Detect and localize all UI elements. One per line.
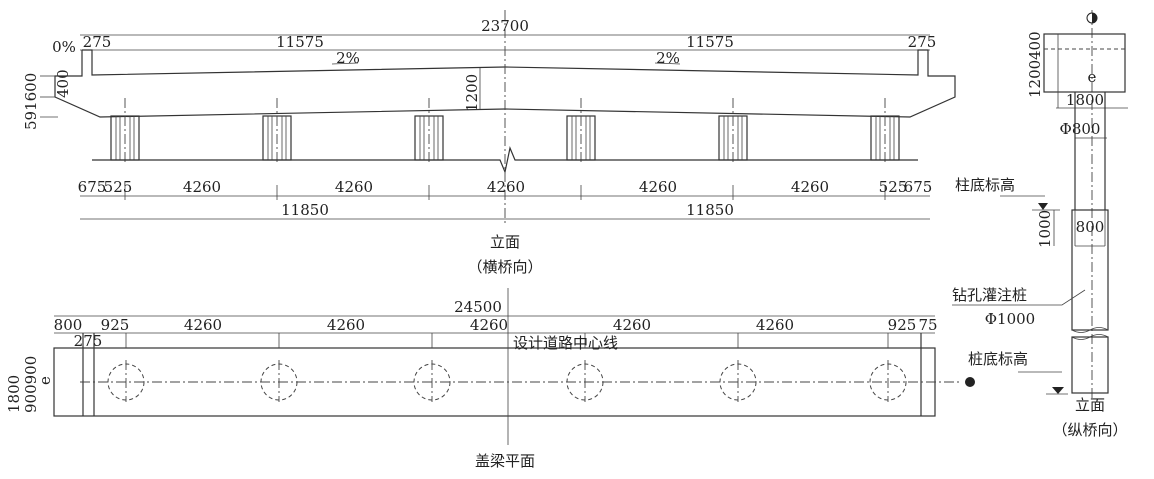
end-height-400: 400 <box>54 69 72 98</box>
pile-lower <box>1071 336 1109 394</box>
road-centerline-label: 设计道路中心线 <box>513 334 618 352</box>
column <box>414 98 444 165</box>
dim-plan: 925 <box>101 316 130 334</box>
ground-break-line <box>92 145 918 175</box>
slope-arrow-right <box>654 62 681 65</box>
mid-height: 1200 <box>463 74 481 112</box>
pile-bottom-elev: 桩底标高 <box>968 350 1028 368</box>
dim-edge-left: 275 <box>83 33 112 51</box>
pile-diameter: Φ1000 <box>985 310 1035 328</box>
cap-section <box>1043 33 1126 93</box>
cap-width: 1800 <box>1066 91 1104 109</box>
dim-plan: 4260 <box>613 316 651 334</box>
column-circle <box>719 333 757 402</box>
column-circle <box>566 333 604 402</box>
dim-column: 525 <box>879 178 908 196</box>
slope-left: 2% <box>336 49 360 67</box>
pile-break <box>1071 327 1109 340</box>
dim-column: 4260 <box>791 178 829 196</box>
section-marker-icon <box>965 377 975 387</box>
dim-column: 4260 <box>639 178 677 196</box>
columns <box>110 98 900 200</box>
dim-inner: 275 <box>74 332 103 350</box>
subtitle-elevation-transverse: （横桥向） <box>467 258 542 276</box>
dim-plan: 925 <box>888 316 917 334</box>
column-circles <box>107 333 907 402</box>
column-bottom-elev: 柱底标高 <box>955 176 1015 194</box>
dim-half-left: 11575 <box>276 33 324 51</box>
end-slope: 0% <box>52 38 76 56</box>
title-plan: 盖梁平面 <box>475 452 535 470</box>
dim-half-span-right: 11850 <box>686 201 734 219</box>
title-elevation-longitudinal: 立面 <box>1075 396 1105 414</box>
column <box>566 98 596 165</box>
dim-half-right: 11575 <box>686 33 734 51</box>
dim-plan: 75 <box>918 316 937 334</box>
subtitle-elevation-longitudinal: （纵桥向） <box>1052 421 1127 439</box>
dim-column: 4260 <box>183 178 221 196</box>
dim-column: 675 <box>78 178 107 196</box>
title-elevation-transverse: 立面 <box>490 233 520 251</box>
column <box>262 98 292 165</box>
column-circle <box>260 333 298 402</box>
elevation-triangle-icon <box>1052 387 1064 394</box>
dim-column: 525 <box>104 178 133 196</box>
transverse-elevation: 23700 275 11575 11575 275 0% 2% 2% 400 5… <box>22 10 956 276</box>
column <box>110 98 140 165</box>
embed-width: 800 <box>1076 218 1105 236</box>
column-circle <box>107 333 145 402</box>
column <box>718 98 748 165</box>
dim-edge-right: 275 <box>908 33 937 51</box>
column-diameter: Φ800 <box>1060 120 1101 138</box>
dim-plan: 4260 <box>184 316 222 334</box>
section-marker-fill <box>1092 13 1097 23</box>
slope-right: 2% <box>656 49 680 67</box>
dim-plan: 4260 <box>756 316 794 334</box>
dim-column: 4260 <box>487 178 525 196</box>
dim-total-width: 23700 <box>481 17 529 35</box>
cap-height-400: 400 <box>1026 31 1044 60</box>
column-circle <box>413 333 451 402</box>
dim-plan: 4260 <box>327 316 365 334</box>
dim-total-length: 24500 <box>454 298 502 316</box>
dim-column: 675 <box>904 178 933 196</box>
end-heights: 591600 <box>22 73 40 130</box>
dim-half-span-left: 11850 <box>281 201 329 219</box>
slope-arrow-left <box>331 62 359 65</box>
longitudinal-elevation: 400 1200 e 1800 Φ800 800 1000 柱底标高 钻孔灌注桩… <box>952 10 1128 439</box>
pile-leader <box>952 289 1086 306</box>
dim-width: 1800 <box>5 375 23 413</box>
embed-depth: 1000 <box>1036 210 1054 248</box>
elevation-triangle-icon <box>1038 203 1048 210</box>
dim-half-widths: 900900 <box>22 356 40 413</box>
dim-plan: 800 <box>54 316 83 334</box>
cap-height-1200: 1200 <box>1026 60 1044 98</box>
pile-label: 钻孔灌注桩 <box>952 286 1027 304</box>
dim-column: 4260 <box>335 178 373 196</box>
dim-e: e <box>36 376 54 385</box>
column <box>870 98 900 165</box>
dim-plan: 4260 <box>470 316 508 334</box>
cap-beam-outline <box>54 49 956 118</box>
eccentricity: e <box>1088 68 1097 86</box>
column-circle <box>869 333 907 402</box>
